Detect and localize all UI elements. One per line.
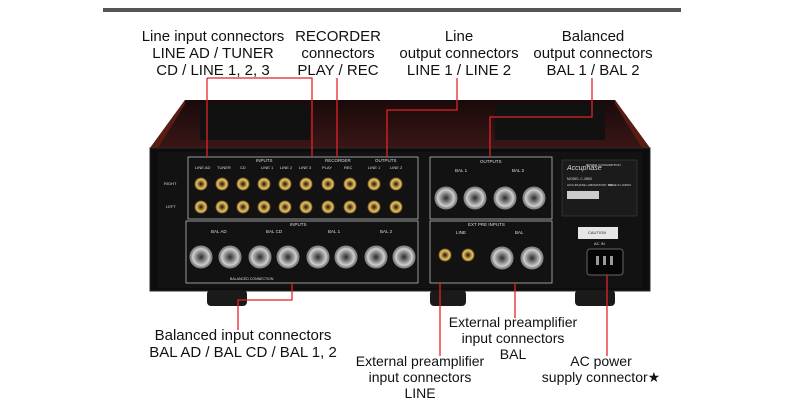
rca-label-7: REC xyxy=(344,165,353,170)
rca-label-5: LINE 3 xyxy=(299,165,312,170)
callout-line-output: Line output connectors LINE 1 / LINE 2 xyxy=(399,28,519,79)
foot-mid-left xyxy=(430,290,466,306)
callout-balanced-output: Balanced output connectors BAL 1 / BAL 2 xyxy=(533,28,653,79)
leader-bal-input xyxy=(237,283,293,330)
bal-out-group-0: BAL 1 xyxy=(455,168,468,173)
top-rule xyxy=(103,8,681,12)
rca-jacks-right xyxy=(194,177,403,191)
rca-label-6: PLAY xyxy=(322,165,332,170)
label-caution: CAUTION xyxy=(588,230,606,235)
bal-output-section xyxy=(429,156,553,220)
label-balanced-connection: BALANCED CONNECTION xyxy=(230,277,274,281)
ext-bal-xlr xyxy=(490,246,544,270)
ac-pin-1 xyxy=(596,256,599,265)
label-ext-pre-inputs: EXT PRE INPUTS xyxy=(468,222,505,227)
label-right-rca: RIGHT xyxy=(164,181,177,186)
xlr-inputs xyxy=(189,245,416,269)
label-power-consumption: POWER CONSUMPTION xyxy=(586,163,621,167)
leader-lines xyxy=(206,77,608,356)
label-ext-bal: BAL xyxy=(515,230,524,235)
callout-ext-pre-line: External preamplifier input connectors L… xyxy=(355,353,485,401)
callout-balanced-input: Balanced input connectors BAL AD / BAL C… xyxy=(149,327,337,361)
bal-in-group-0: BAL AD xyxy=(211,229,227,234)
rca-label-1: TUNER xyxy=(217,165,231,170)
xlr-outputs xyxy=(434,186,546,210)
caution-label xyxy=(578,227,618,239)
leader-bal-output xyxy=(489,78,593,157)
brand-logo: Accuphase xyxy=(566,165,602,172)
label-bal-outputs: OUTPUTS xyxy=(480,159,502,164)
bal-in-group-3: BAL 2 xyxy=(380,229,393,234)
label-made-in: MADE IN JAPAN xyxy=(608,183,631,187)
info-plate xyxy=(561,159,638,217)
ac-pin-2 xyxy=(603,256,606,265)
heatsink-right xyxy=(495,104,605,140)
callout-line-input: Line input connectors LINE AD / TUNER CD… xyxy=(141,28,285,79)
label-outputs: OUTPUTS xyxy=(375,158,397,163)
ac-pin-3 xyxy=(610,256,613,265)
rca-label-2: CD xyxy=(240,165,246,170)
rca-label-9: LINE 2 xyxy=(390,165,403,170)
leader-line-output xyxy=(386,78,458,157)
rca-label-3: LINE 1 xyxy=(261,165,274,170)
label-recorder: RECORDER xyxy=(325,158,352,163)
label-ac-in: AC IN xyxy=(594,241,605,246)
rca-label-4: LINE 2 xyxy=(280,165,293,170)
rca-section xyxy=(187,156,419,220)
label-model: MODEL C-2850 xyxy=(567,177,592,181)
serial-sticker xyxy=(567,191,599,199)
rca-label-0: LINE AD xyxy=(195,165,210,170)
label-left-rca: LEFT xyxy=(166,204,176,209)
rca-jacks-left xyxy=(194,200,403,214)
bal-in-group-1: BAL CD xyxy=(266,229,283,234)
callout-ac-power: AC power supply connector★ xyxy=(541,353,661,385)
rca-label-8: LINE 1 xyxy=(368,165,381,170)
label-inputs: INPUTS xyxy=(256,158,273,163)
bal-input-section xyxy=(185,220,419,284)
bal-out-group-1: BAL 2 xyxy=(512,168,525,173)
leader-line-input-right xyxy=(207,77,313,157)
label-ext-line: LINE xyxy=(456,230,466,235)
callout-ext-pre-bal: External preamplifier input connectors B… xyxy=(448,314,578,362)
foot-right xyxy=(575,290,615,306)
label-maker: ACCUPHASE LABORATORY, INC. xyxy=(567,183,614,187)
ext-line-rca xyxy=(438,248,475,262)
bal-in-group-2: BAL 1 xyxy=(328,229,341,234)
ext-pre-section xyxy=(429,220,553,284)
foot-left xyxy=(207,290,247,306)
callout-recorder: RECORDER connectors PLAY / REC xyxy=(295,28,381,79)
heatsink-left xyxy=(200,104,310,140)
label-bal-inputs: INPUTS xyxy=(290,222,307,227)
